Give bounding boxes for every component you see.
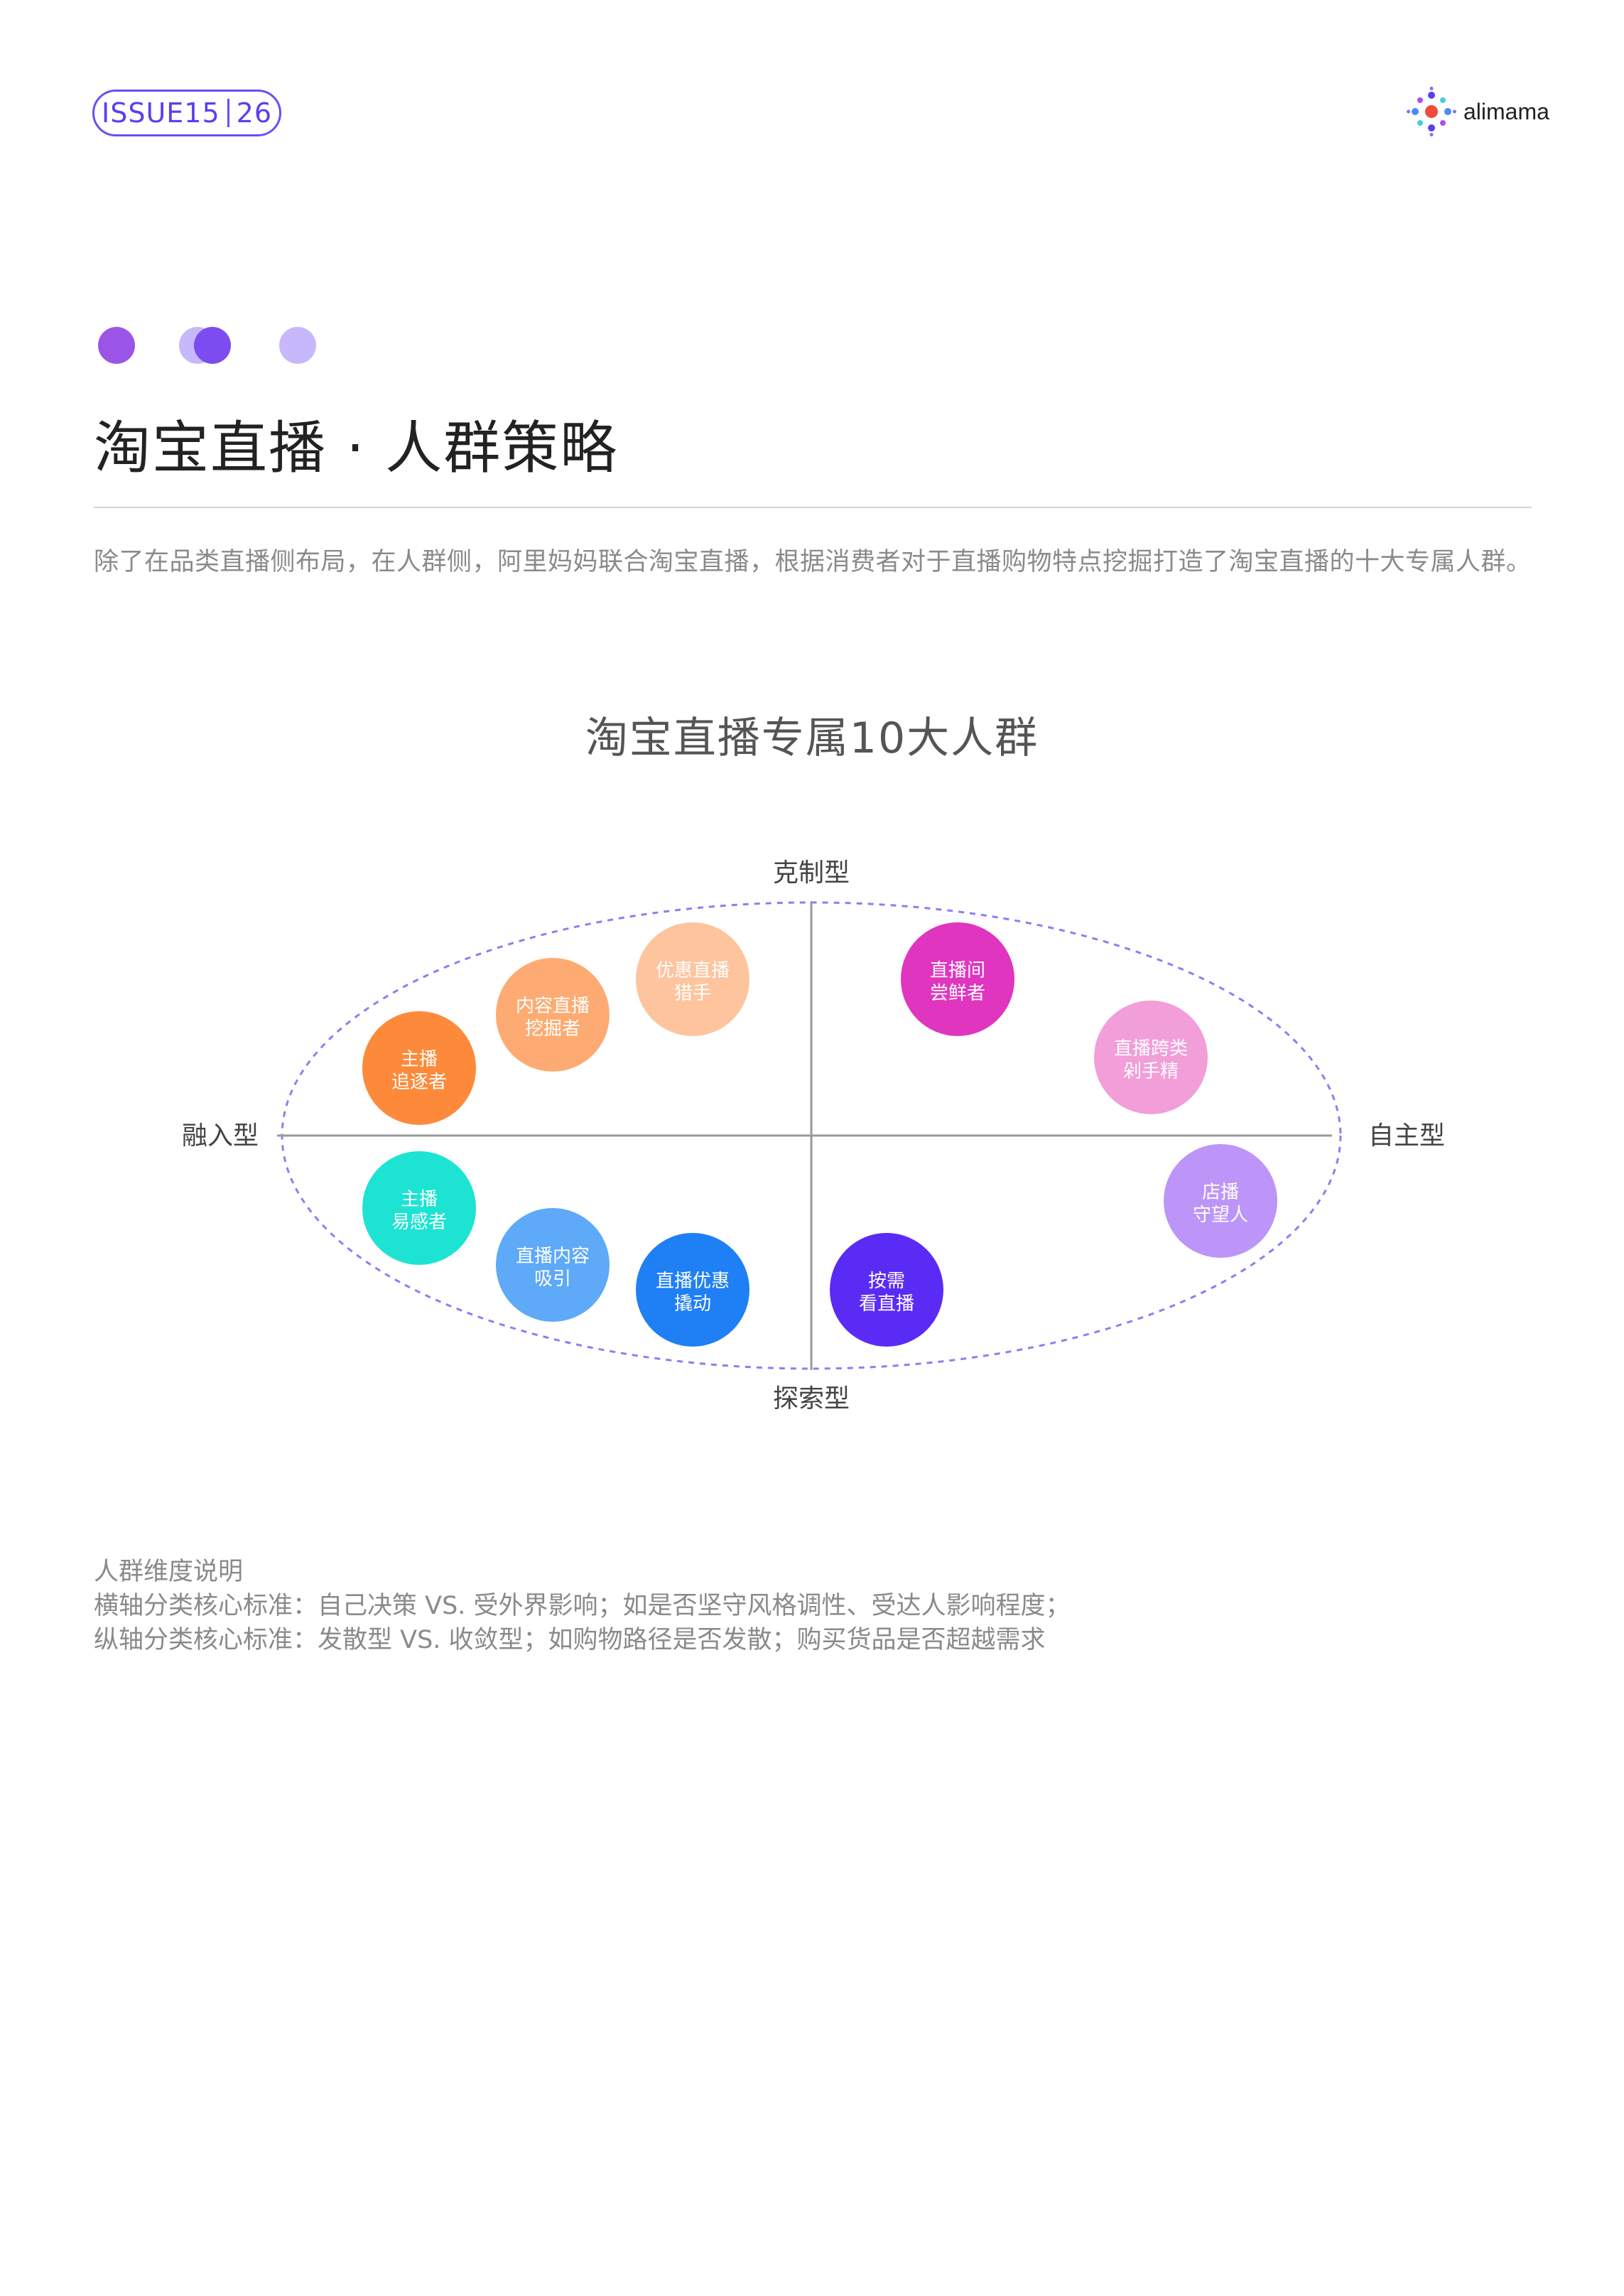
audience-bubble-label: 剁手精 <box>1123 1061 1179 1082</box>
audience-bubble-label: 看直播 <box>859 1293 914 1315</box>
audience-bubble-circle <box>830 1233 943 1347</box>
audience-bubble-circle <box>496 1208 610 1322</box>
audience-bubble-label: 易感者 <box>391 1212 447 1233</box>
logo-text: alimama <box>1463 98 1549 124</box>
audience-bubble-label: 撬动 <box>674 1293 711 1315</box>
audience-bubble-label: 吸引 <box>534 1268 571 1290</box>
audience-bubble-circle <box>636 922 749 1036</box>
decorative-dots <box>98 327 316 364</box>
dimension-notes: 人群维度说明 横轴分类核心标准：自己决策 VS. 受外界影响；如是否坚守风格调性… <box>94 1555 1071 1657</box>
issue-badge: ISSUE15 26 <box>92 90 281 136</box>
axis-label-bottom: 探索型 <box>773 1384 850 1413</box>
audience-bubble-label: 直播优惠 <box>656 1271 730 1292</box>
page-title: 淘宝直播 · 人群策略 <box>94 415 619 481</box>
title-divider <box>94 507 1532 508</box>
dot-2-front <box>194 327 231 364</box>
axis-label-left: 融入型 <box>182 1121 259 1150</box>
notes-heading: 人群维度说明 <box>94 1558 244 1586</box>
page-number: 26 <box>236 97 272 129</box>
audience-bubble-label: 直播内容 <box>516 1246 590 1267</box>
issue-label: ISSUE15 <box>102 97 220 129</box>
audience-bubble-label: 尝鲜者 <box>930 983 985 1004</box>
notes-horizontal: 横轴分类核心标准：自己决策 VS. 受外界影响；如是否坚守风格调性、受达人影响程… <box>94 1592 1071 1620</box>
axis-label-right: 自主型 <box>1368 1121 1445 1150</box>
audience-bubble-circle <box>1094 1001 1208 1114</box>
audience-bubble-label: 主播 <box>401 1049 438 1070</box>
alimama-logo-icon <box>1407 87 1456 136</box>
dot-1 <box>98 327 135 364</box>
diagram-title: 淘宝直播专属10大人群 <box>585 713 1039 763</box>
audience-bubble-label: 直播跨类 <box>1114 1038 1188 1060</box>
audience-quadrant-diagram: 克制型 探索型 融入型 自主型 主播追逐者内容直播挖掘者优惠直播猎手直播间尝鲜者… <box>182 858 1445 1413</box>
audience-bubble-circle <box>362 1011 476 1125</box>
dot-3 <box>279 327 316 364</box>
alimama-logo: alimama <box>1407 87 1549 136</box>
issue-separator <box>227 99 229 127</box>
audience-bubble-circle <box>1164 1144 1277 1258</box>
notes-vertical: 纵轴分类核心标准：发散型 VS. 收敛型；如购物路径是否发散；购买货品是否超越需… <box>94 1626 1046 1654</box>
axis-label-top: 克制型 <box>773 858 850 888</box>
audience-bubble-circle <box>901 922 1014 1036</box>
audience-bubble-label: 按需 <box>868 1271 905 1292</box>
audience-bubble-label: 挖掘者 <box>525 1018 580 1040</box>
audience-bubble-circle <box>362 1151 476 1265</box>
audience-bubble-label: 直播间 <box>930 960 985 981</box>
audience-bubbles: 主播追逐者内容直播挖掘者优惠直播猎手直播间尝鲜者直播跨类剁手精店播守望人主播易感… <box>362 922 1277 1347</box>
intro-text: 除了在品类直播侧布局，在人群侧，阿里妈妈联合淘宝直播，根据消费者对于直播购物特点… <box>94 548 1532 576</box>
audience-bubble-label: 守望人 <box>1193 1204 1248 1226</box>
audience-bubble-label: 内容直播 <box>516 996 590 1017</box>
audience-bubble-label: 猎手 <box>674 983 711 1004</box>
audience-bubble-label: 店播 <box>1202 1182 1239 1203</box>
audience-bubble-label: 优惠直播 <box>656 960 730 981</box>
audience-bubble-label: 追逐者 <box>391 1072 447 1093</box>
audience-bubble-label: 主播 <box>401 1189 438 1210</box>
audience-bubble-circle <box>636 1233 749 1347</box>
audience-bubble-circle <box>496 958 610 1072</box>
